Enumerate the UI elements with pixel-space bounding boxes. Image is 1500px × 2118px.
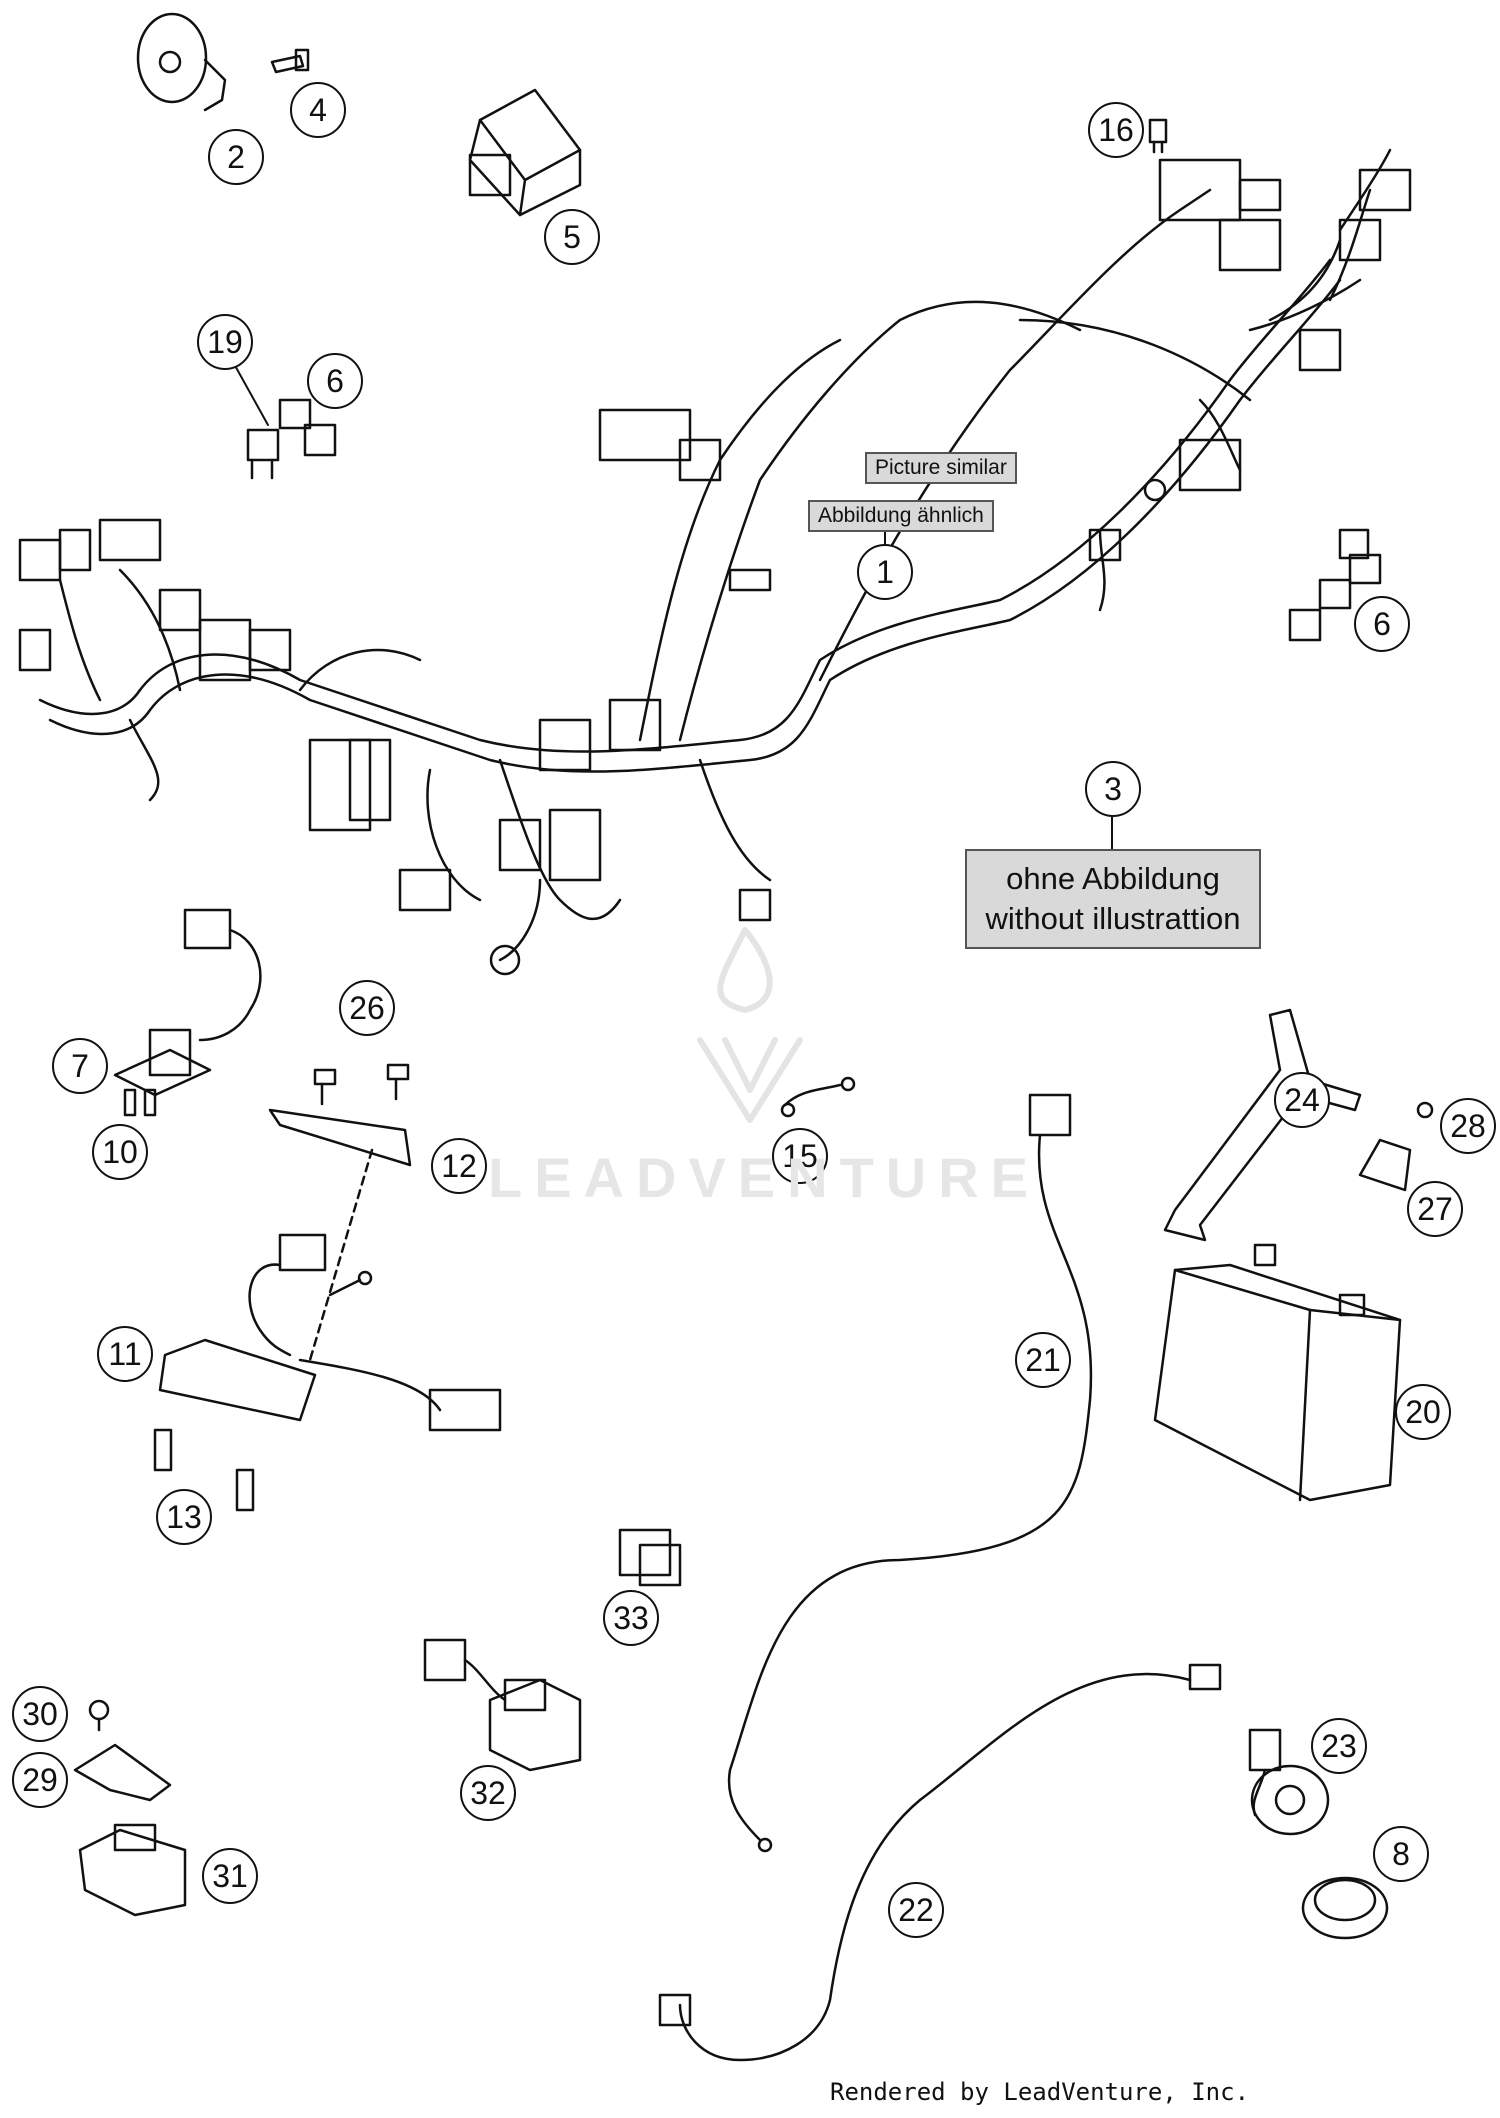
callout-32[interactable]: 32 (460, 1765, 516, 1821)
regulator-11 (158, 1233, 502, 1432)
cable-21 (727, 1093, 1093, 1853)
fuses-6-right (1288, 528, 1382, 642)
callout-11[interactable]: 11 (97, 1326, 153, 1382)
callout-8[interactable]: 8 (1373, 1826, 1429, 1882)
note-without-illustration-text: without illustrattion (985, 901, 1241, 936)
callout-28[interactable]: 28 (1440, 1098, 1496, 1154)
callout-1[interactable]: 1 (857, 544, 913, 600)
callout-24[interactable]: 24 (1274, 1072, 1330, 1128)
callout-4[interactable]: 4 (290, 82, 346, 138)
watermark-text: LEADVENTURE (488, 1146, 1041, 1209)
callout-26[interactable]: 26 (339, 980, 395, 1036)
callout-27[interactable]: 27 (1407, 1181, 1463, 1237)
footer-credit: Rendered by LeadVenture, Inc. (830, 2078, 1250, 2106)
callout-33[interactable]: 33 (603, 1590, 659, 1646)
note-picture-similar: Picture similar (865, 452, 1017, 484)
cable-22 (658, 1663, 1222, 2062)
screws-13 (153, 1428, 255, 1512)
screw-30 (88, 1699, 110, 1732)
callout-20[interactable]: 20 (1395, 1384, 1451, 1440)
screws-26 (313, 1063, 410, 1106)
bracket-12 (268, 1108, 412, 1167)
nut-28 (1416, 1101, 1434, 1119)
callout-23[interactable]: 23 (1311, 1718, 1367, 1774)
callout-19[interactable]: 19 (197, 314, 253, 370)
note-without-illustration: ohne Abbildung without illustrattion (965, 849, 1261, 949)
callout-13[interactable]: 13 (156, 1489, 212, 1545)
cable-15 (780, 1076, 856, 1118)
screw-4 (270, 48, 310, 74)
fuses-19-6 (246, 398, 337, 480)
callout-10[interactable]: 10 (92, 1124, 148, 1180)
callout-15[interactable]: 15 (772, 1128, 828, 1184)
callout-31[interactable]: 31 (202, 1848, 258, 1904)
battery-20 (1153, 1243, 1402, 1502)
note-abbildung-aehnlich: Abbildung ähnlich (808, 500, 994, 532)
connector-33 (618, 1528, 682, 1587)
callout-6-right[interactable]: 6 (1354, 596, 1410, 652)
watermark-logo (697, 927, 803, 1123)
module-31 (78, 1823, 187, 1917)
sensor-7 (113, 908, 262, 1117)
callout-3[interactable]: 3 (1085, 761, 1141, 817)
clip-27 (1358, 1138, 1412, 1192)
callout-6-top[interactable]: 6 (307, 353, 363, 409)
fuse-16 (1148, 118, 1168, 154)
callout-22[interactable]: 22 (888, 1882, 944, 1938)
callout-7[interactable]: 7 (52, 1038, 108, 1094)
bracket-24 (1163, 1008, 1362, 1242)
horn (136, 12, 227, 112)
socket-23 (1248, 1728, 1330, 1836)
callout-21[interactable]: 21 (1015, 1332, 1071, 1388)
callout-2[interactable]: 2 (208, 129, 264, 185)
callout-5[interactable]: 5 (544, 209, 600, 265)
callout-16[interactable]: 16 (1088, 102, 1144, 158)
relay-5 (468, 88, 582, 217)
callout-12[interactable]: 12 (431, 1138, 487, 1194)
ring-8 (1301, 1876, 1389, 1940)
flasher-relay-32 (423, 1638, 582, 1772)
note-ohne-abbildung-text: ohne Abbildung (1006, 861, 1220, 896)
callout-30[interactable]: 30 (12, 1686, 68, 1742)
bracket-29 (73, 1743, 172, 1802)
dashed-guide (308, 1148, 374, 1362)
callout-29[interactable]: 29 (12, 1752, 68, 1808)
